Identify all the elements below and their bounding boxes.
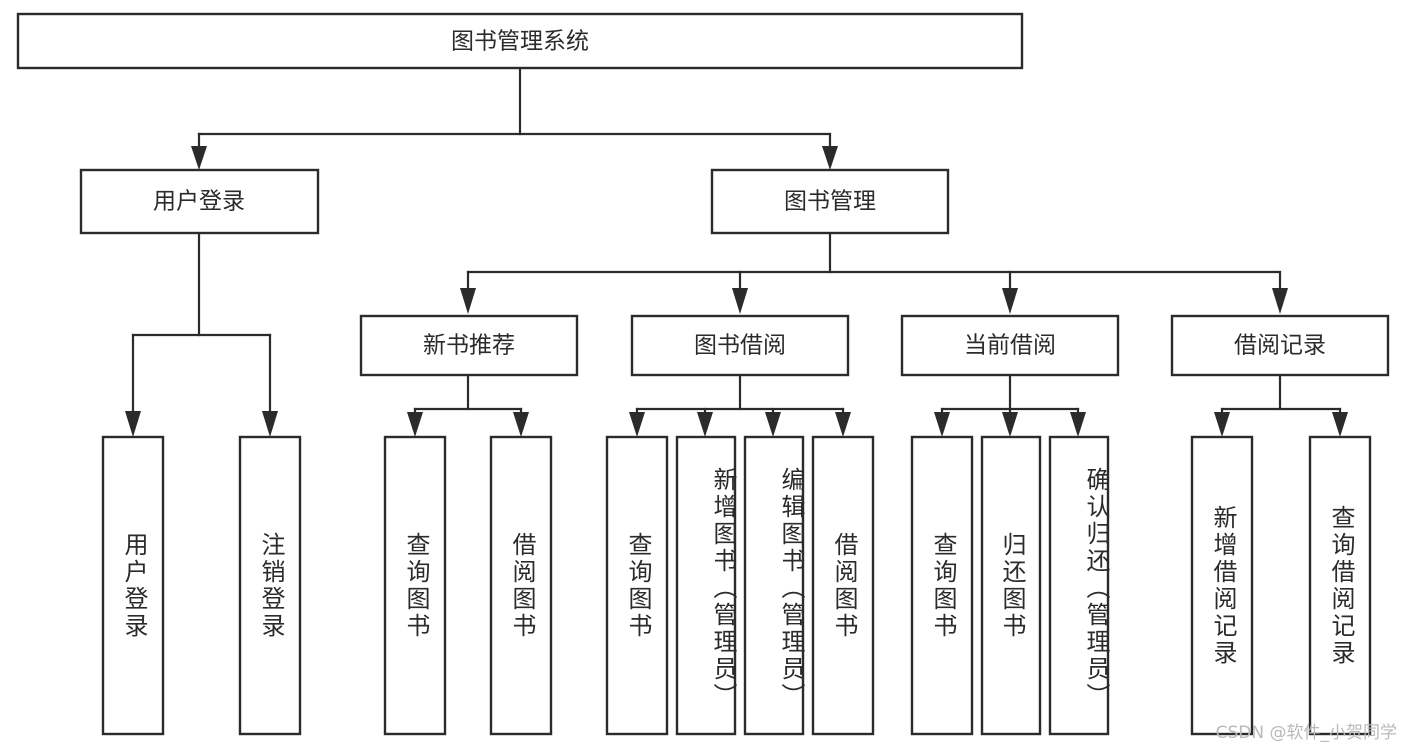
node-borrow-record-label: 借阅记录 xyxy=(1234,333,1326,359)
arrow-leaf-add-record xyxy=(1214,412,1230,437)
leaf-logout-login-box[interactable] xyxy=(238,435,302,736)
arrow-current-borrow xyxy=(1002,288,1018,314)
node-user-login-label: 用户登录 xyxy=(153,189,245,215)
leaf-add-book-box[interactable] xyxy=(675,435,737,736)
node-book-manage-box[interactable] xyxy=(710,168,950,235)
leaf-query-book-2-box[interactable] xyxy=(605,435,669,736)
arrow-leaf-return-book xyxy=(1002,412,1018,437)
leaf-add-record-box[interactable] xyxy=(1190,435,1254,736)
csdn-watermark: CSDN @软件_小贺同学 xyxy=(1215,723,1397,743)
arrow-leaf-query-book-1 xyxy=(407,412,423,437)
arrow-leaf-user-login xyxy=(125,411,141,437)
arrow-leaf-query-book-2 xyxy=(629,412,645,437)
arrow-user-login xyxy=(191,146,207,170)
arrow-leaf-borrow-book-2 xyxy=(835,412,851,437)
leaf-query-record-box[interactable] xyxy=(1308,435,1372,736)
leaf-query-book-1-box[interactable] xyxy=(383,435,447,736)
node-user-login-box[interactable] xyxy=(79,168,320,235)
leaf-confirm-return-box[interactable] xyxy=(1048,435,1110,736)
node-root-label: 图书管理系统 xyxy=(451,29,589,55)
arrow-leaf-edit-book xyxy=(765,412,781,437)
connector-layer xyxy=(125,66,1348,437)
node-borrow-record-box[interactable] xyxy=(1170,314,1390,377)
arrow-leaf-borrow-book-1 xyxy=(513,412,529,437)
leaf-user-login-box[interactable] xyxy=(101,435,165,736)
leaf-borrow-book-2-box[interactable] xyxy=(811,435,875,736)
arrow-book-borrow xyxy=(732,288,748,314)
node-book-borrow-box[interactable] xyxy=(630,314,850,377)
leaf-edit-book-box[interactable] xyxy=(743,435,805,736)
node-current-borrow-box[interactable] xyxy=(900,314,1120,377)
leaf-borrow-book-1-box[interactable] xyxy=(489,435,553,736)
node-current-borrow-label: 当前借阅 xyxy=(964,333,1056,359)
node-book-borrow-label: 图书借阅 xyxy=(694,333,786,359)
arrow-leaf-confirm-return xyxy=(1070,412,1086,437)
node-book-manage-label: 图书管理 xyxy=(784,189,876,215)
node-root-box[interactable] xyxy=(16,12,1024,70)
arrow-leaf-add-book xyxy=(697,412,713,437)
arrow-book-manage xyxy=(822,146,838,170)
arrow-borrow-record xyxy=(1272,288,1288,314)
leaf-return-book-box[interactable] xyxy=(980,435,1042,736)
arrow-leaf-query-book-3 xyxy=(934,412,950,437)
arrow-new-book-rec xyxy=(460,288,476,314)
leaf-query-book-3-box[interactable] xyxy=(910,435,974,736)
arrow-leaf-query-record xyxy=(1332,412,1348,437)
node-new-book-rec-label: 新书推荐 xyxy=(423,333,515,359)
arrow-leaf-logout-login xyxy=(262,411,278,437)
node-layer: 图书管理系统 用户登录 图书管理 新书推荐 图书借阅 当前借阅 借阅记录 xyxy=(16,12,1390,736)
node-new-book-rec-box[interactable] xyxy=(359,314,579,377)
